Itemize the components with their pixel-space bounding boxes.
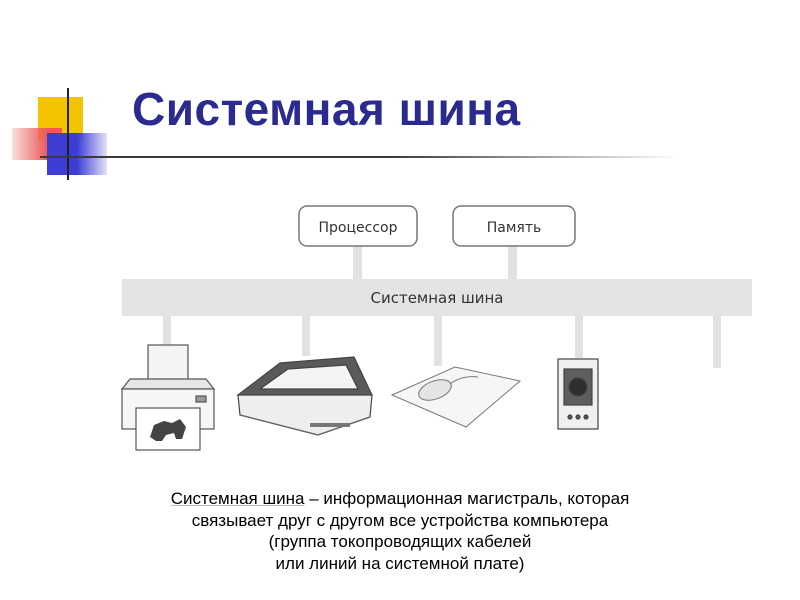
processor-label: Процессор [319,220,398,236]
system-bus-bar [122,279,752,316]
extra-connector [713,316,721,368]
caption-term: Системная шина [170,489,305,508]
bus-label: Системная шина [370,289,503,307]
caption-line-1-rest: – информационная магистраль, которая [304,489,630,508]
scanner-connector [302,316,310,356]
processor-connector [353,245,362,281]
mouse-connector [434,316,442,366]
memory-connector [508,245,517,281]
speaker-connector [575,316,583,358]
memory-label: Память [487,220,542,236]
caption-line-3: (группа токопроводящих кабелей [268,532,532,551]
memory-box: Память [452,205,576,247]
caption-line-4: или линий на системной плате) [275,553,525,573]
deco-vertical-line [67,88,69,180]
scanner-icon [236,356,373,436]
speaker-icon [557,358,599,430]
caption-line-1: Системная шина – информационная магистра… [100,488,700,510]
caption-line-2: связывает друг с другом все устройства к… [191,510,609,530]
deco-blue-square [47,133,107,175]
title-underline [40,156,680,158]
bus-definition-caption: Системная шина – информационная магистра… [100,488,700,574]
page-title: Системная шина [132,83,521,135]
mouse-icon [390,366,522,428]
system-bus-diagram: Системная шина Процессор Память [110,195,760,460]
processor-box: Процессор [298,205,418,247]
printer-icon [120,344,216,451]
printer-connector [163,316,171,346]
